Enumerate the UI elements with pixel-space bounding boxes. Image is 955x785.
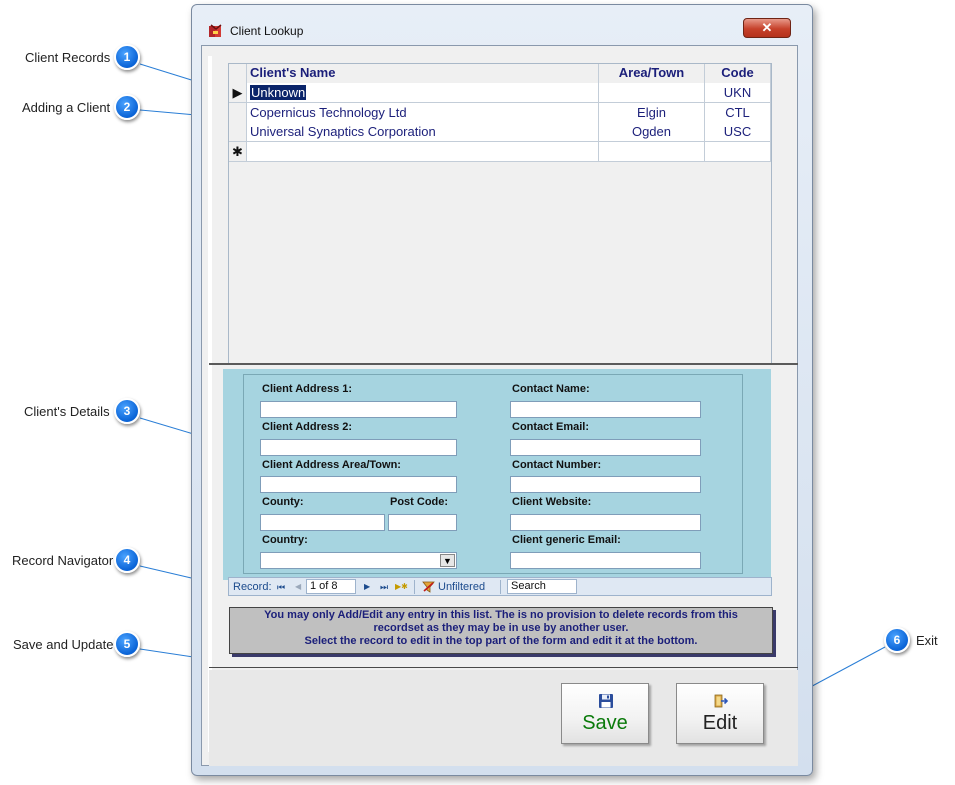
client-area-town-field[interactable] — [260, 476, 457, 493]
client-generic-email-field[interactable] — [510, 552, 701, 569]
county-field[interactable] — [260, 514, 385, 531]
contact-email-field[interactable] — [510, 439, 701, 456]
column-header-code[interactable]: Code — [705, 64, 771, 84]
client-address-2-label: Client Address 2: — [262, 421, 353, 433]
column-header-client-name[interactable]: Client's Name — [247, 64, 599, 84]
client-area-town-label: Client Address Area/Town: — [262, 459, 401, 471]
close-icon: ✕ — [761, 20, 773, 35]
client-records-datasheet: Client's Name Area/Town Code ▶ Unknown U… — [228, 63, 772, 365]
cell-client-name[interactable]: Universal Synaptics Corporation — [247, 122, 599, 142]
floppy-disk-icon — [599, 694, 613, 708]
chevron-down-icon[interactable]: ▼ — [440, 554, 455, 567]
header-selector-cell — [229, 64, 247, 84]
footer-divider — [209, 667, 798, 668]
callout-label-adding-client: Adding a Client — [22, 100, 111, 115]
notice-line-3: Select the record to edit in the top par… — [304, 635, 698, 647]
new-record-button-icon[interactable]: ▶✱ — [395, 582, 408, 591]
previous-record-icon[interactable]: ◀ — [295, 582, 302, 591]
cell-client-name[interactable]: Unknown — [247, 83, 599, 103]
cell-code[interactable]: UKN — [705, 83, 771, 103]
cell-code[interactable]: USC — [705, 122, 771, 142]
cell-client-name[interactable]: Copernicus Technology Ltd — [247, 103, 599, 123]
client-website-field[interactable] — [510, 514, 701, 531]
next-record-icon[interactable]: ▶ — [364, 582, 371, 591]
client-lookup-window: Client Lookup ✕ Client's Name Area/Town … — [191, 4, 813, 776]
new-record-row[interactable]: ✱ — [229, 142, 771, 162]
save-button-label: Save — [582, 712, 628, 734]
client-generic-email-label: Client generic Email: — [512, 534, 621, 546]
cell-code[interactable]: CTL — [705, 103, 771, 123]
title-bar[interactable]: Client Lookup ✕ — [192, 5, 812, 47]
callout-label-record-navigator: Record Navigator — [12, 553, 114, 568]
notice-line-1: You may only Add/Edit any entry in this … — [264, 609, 738, 621]
client-address-1-field[interactable] — [260, 401, 457, 418]
country-dropdown[interactable]: ▼ — [260, 552, 457, 569]
last-record-icon[interactable]: ⏭ — [380, 582, 389, 592]
cell-area-town[interactable] — [599, 142, 705, 162]
datasheet-header-row: Client's Name Area/Town Code — [229, 64, 771, 84]
close-button[interactable]: ✕ — [743, 18, 791, 38]
table-row[interactable]: ▶ Unknown UKN — [229, 83, 771, 103]
callout-label-client-details: Client's Details — [24, 404, 110, 419]
contact-name-field[interactable] — [510, 401, 701, 418]
current-record-icon[interactable]: ▶ — [229, 83, 247, 103]
column-header-area-town[interactable]: Area/Town — [599, 64, 705, 84]
details-frame: Client Address 1: Client Address 2: Clie… — [243, 374, 743, 574]
nav-separator — [414, 580, 415, 594]
filter-toggle[interactable]: Unfiltered — [438, 581, 486, 593]
table-row[interactable]: Copernicus Technology Ltd Elgin CTL — [229, 103, 771, 123]
client-address-1-label: Client Address 1: — [262, 383, 353, 395]
save-button[interactable]: Save — [561, 683, 649, 744]
form-body: Client's Name Area/Town Code ▶ Unknown U… — [201, 45, 798, 766]
contact-number-field[interactable] — [510, 476, 701, 493]
record-selector[interactable] — [229, 122, 247, 142]
contact-number-label: Contact Number: — [512, 459, 602, 471]
post-code-field[interactable] — [388, 514, 457, 531]
form-left-rule — [208, 56, 212, 752]
record-selector[interactable] — [229, 103, 247, 123]
section-divider — [209, 363, 798, 365]
callout-label-exit: Exit — [916, 633, 938, 648]
record-label: Record: — [233, 581, 272, 593]
edit-button[interactable]: Edit — [676, 683, 764, 744]
client-address-2-field[interactable] — [260, 439, 457, 456]
callout-label-client-records: Client Records — [25, 50, 111, 65]
search-input[interactable]: Search — [507, 579, 577, 594]
nav-separator — [500, 580, 501, 594]
window-title: Client Lookup — [230, 24, 304, 38]
callout-badge-6: 6 — [884, 627, 910, 653]
info-notice: You may only Add/Edit any entry in this … — [229, 607, 773, 654]
callout-badge-2: 2 — [114, 94, 140, 120]
callout-badge-5: 5 — [114, 631, 140, 657]
notice-line-2: recordset as they may be in use by anoth… — [373, 622, 629, 634]
current-record-field[interactable]: 1 of 8 — [306, 579, 356, 594]
callout-badge-3: 3 — [114, 398, 140, 424]
first-record-icon[interactable]: ⏮ — [277, 582, 286, 592]
callout-badge-1: 1 — [114, 44, 140, 70]
record-navigator: Record: ⏮ ◀ 1 of 8 ▶ ⏭ ▶✱ Unfiltered Sea… — [228, 577, 772, 596]
access-app-icon — [209, 24, 222, 37]
callout-badge-4: 4 — [114, 547, 140, 573]
cell-code[interactable] — [705, 142, 771, 162]
callout-label-save-update: Save and Update — [13, 637, 114, 652]
selected-text: Unknown — [250, 85, 307, 100]
cell-client-name[interactable] — [247, 142, 599, 162]
table-row[interactable]: Universal Synaptics Corporation Ogden US… — [229, 122, 771, 142]
county-label: County: — [262, 496, 304, 508]
cell-area-town[interactable] — [599, 83, 705, 103]
country-label: Country: — [262, 534, 308, 546]
contact-email-label: Contact Email: — [512, 421, 590, 433]
filter-off-icon — [422, 581, 435, 593]
edit-exit-icon — [714, 694, 729, 708]
client-details-panel: Client Address 1: Client Address 2: Clie… — [223, 369, 771, 580]
client-website-label: Client Website: — [512, 496, 592, 508]
cell-area-town[interactable]: Elgin — [599, 103, 705, 123]
post-code-label: Post Code: — [390, 496, 449, 508]
edit-button-label: Edit — [702, 712, 738, 734]
new-record-icon[interactable]: ✱ — [229, 142, 247, 162]
contact-name-label: Contact Name: — [512, 383, 590, 395]
cell-area-town[interactable]: Ogden — [599, 122, 705, 142]
